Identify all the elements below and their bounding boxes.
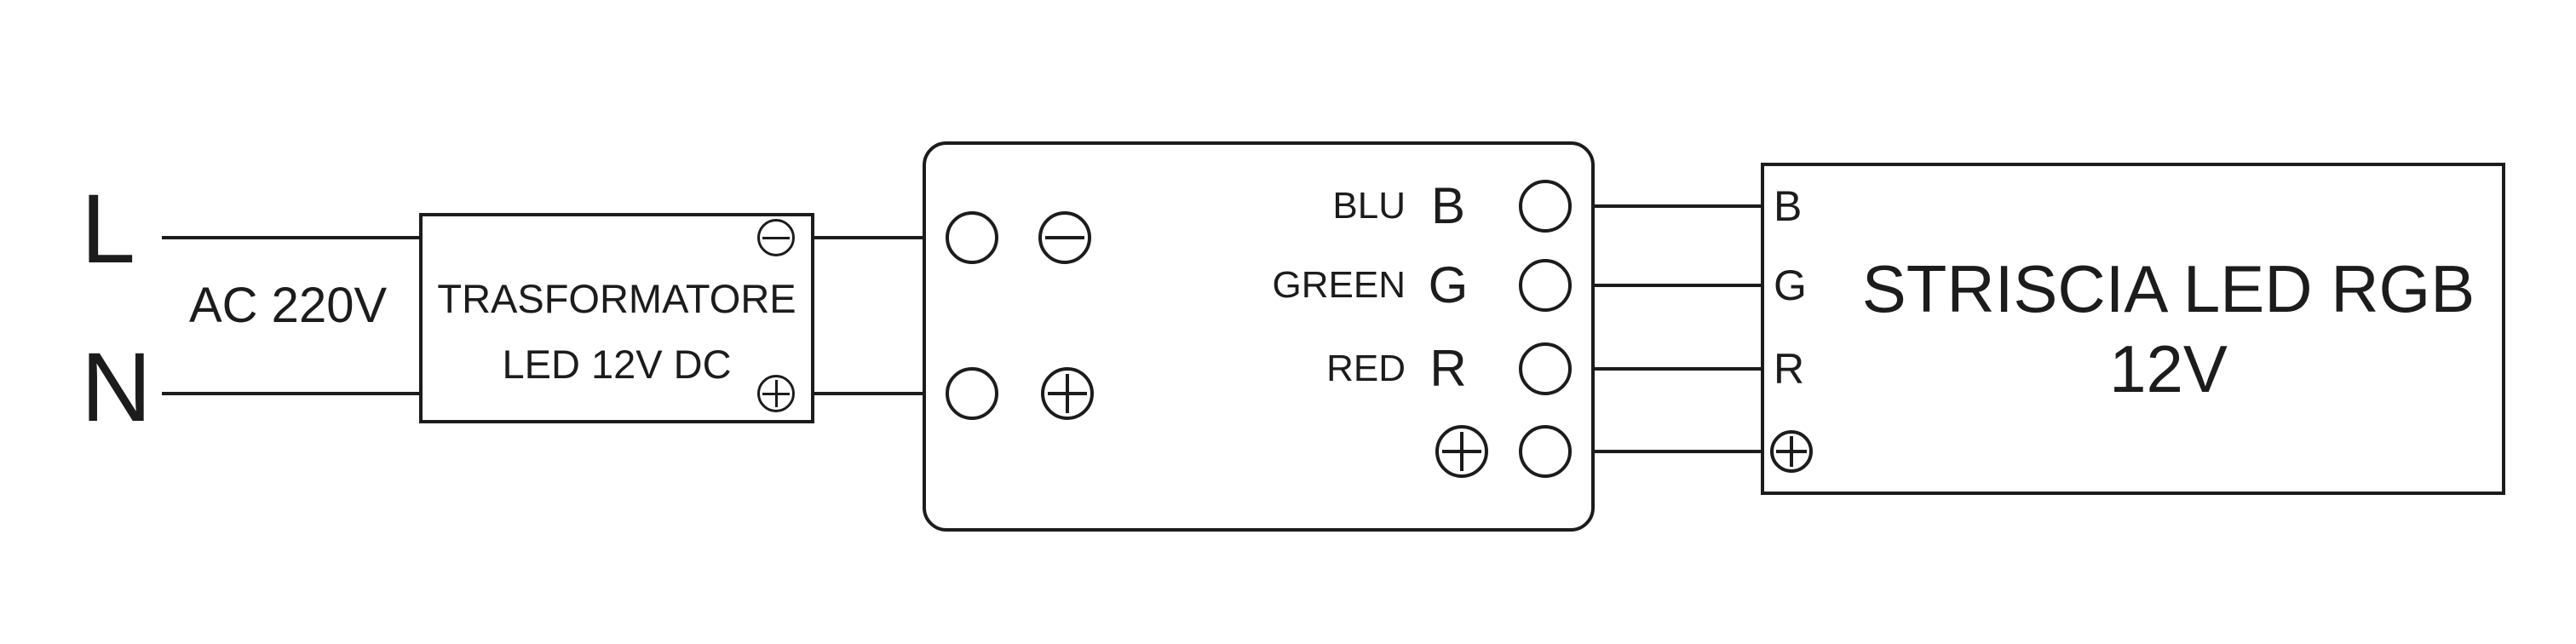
- strip-voltage-label: 12V: [2109, 331, 2228, 406]
- controller-output-plus-terminal-icon: [1435, 425, 1488, 478]
- channel-blue-label: BLU: [1332, 185, 1406, 227]
- mains-line-label: L: [81, 175, 135, 284]
- led-strip-box: [1761, 163, 2505, 495]
- mains-neutral-label: N: [81, 333, 152, 442]
- transformer-name-line2: LED 12V DC: [502, 341, 732, 387]
- wire-channel-g: [1595, 284, 1761, 287]
- channel-red-terminal-circle: [1519, 342, 1572, 395]
- controller-minus-terminal-icon: [1038, 211, 1091, 264]
- transformer-box: TRASFORMATORE LED 12V DC: [419, 213, 814, 423]
- controller-negative-input-circle: [946, 211, 998, 264]
- channel-blue-letter: B: [1430, 177, 1466, 234]
- wire-dc-positive: [814, 392, 923, 395]
- channel-green-letter: G: [1428, 256, 1469, 313]
- channel-red-letter: R: [1429, 340, 1467, 397]
- strip-name: STRISCIA LED RGB: [1861, 251, 2475, 326]
- transformer-name-line1: TRASFORMATORE: [437, 275, 796, 321]
- strip-terminal-g-label: G: [1774, 262, 1807, 309]
- channel-red-label: RED: [1326, 348, 1406, 389]
- controller-positive-input-circle: [946, 367, 998, 420]
- strip-terminal-b-label: B: [1774, 182, 1803, 230]
- wire-mains-neutral: [162, 392, 419, 395]
- controller-plus-terminal-icon: [1041, 367, 1094, 420]
- strip-plus-terminal-icon: [1770, 430, 1813, 473]
- wire-channel-b: [1595, 204, 1761, 208]
- mains-voltage-label: AC 220V: [189, 278, 388, 333]
- wire-dc-negative: [814, 236, 923, 239]
- strip-title-block: STRISCIA LED RGB 12V: [1831, 163, 2505, 495]
- channel-blue-terminal-circle: [1519, 180, 1572, 233]
- channel-positive-terminal-circle: [1519, 425, 1572, 478]
- transformer-negative-terminal-icon: [757, 219, 795, 256]
- strip-terminal-r-label: R: [1774, 345, 1805, 393]
- transformer-positive-terminal-icon: [757, 375, 795, 412]
- wire-channel-positive: [1595, 450, 1761, 453]
- channel-green-label: GREEN: [1272, 264, 1406, 306]
- channel-green-terminal-circle: [1519, 259, 1572, 312]
- wire-channel-r: [1595, 367, 1761, 371]
- wire-mains-line: [162, 236, 419, 239]
